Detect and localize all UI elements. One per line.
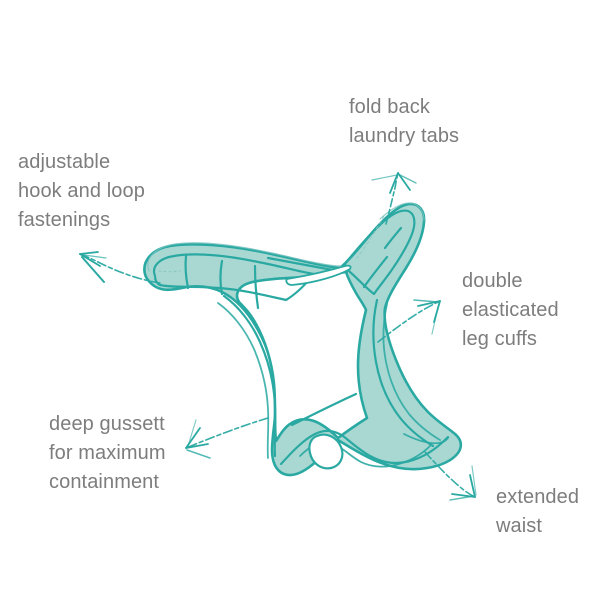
right-tab-sketch-mark (356, 215, 385, 259)
callout-fold-back-laundry-tabs: fold back laundry tabs (349, 96, 460, 147)
arrow-fastenings (79, 251, 161, 284)
bottom-gusset-wave (279, 429, 450, 466)
inner-fold-line (290, 392, 358, 427)
left-wing-divider-2 (219, 259, 224, 296)
left-wing-divider-3 (253, 264, 260, 310)
left-wing-sketch-mark (158, 270, 181, 273)
arrow-waist (424, 451, 477, 501)
right-tab-inner-outline (343, 209, 416, 296)
left-wing-divider-1 (184, 254, 190, 290)
arrow-gussett (185, 417, 269, 459)
callout-adjustable-hook-and-loop-fastenings: adjustable hook and loop fastenings (18, 151, 145, 231)
arrow-legcuffs (377, 299, 441, 343)
right-tab-divider-2 (383, 226, 403, 250)
outer-sketch-ghost (147, 242, 342, 272)
arrow-laundry (371, 172, 417, 225)
right-leg-cuff-line-1 (372, 298, 435, 448)
right-tab-divider-1 (362, 255, 389, 289)
gusset-pocket-loop (308, 433, 344, 470)
callout-double-elasticated-leg-cuffs: double elasticated leg cuffs (462, 270, 559, 350)
left-wing-inner-outline (152, 253, 316, 302)
nappy-body (143, 202, 463, 477)
right-waist-fold (403, 433, 449, 445)
callout-deep-gussett-for-maximum-containment: deep gussett for maximum containment (49, 413, 166, 493)
top-fold-highlight (285, 264, 352, 286)
left-gusset-line-2 (217, 302, 270, 459)
left-gusset-line-1 (222, 294, 277, 458)
callout-extended-waist: extended waist (496, 486, 580, 537)
right-leg-cuff-line-2 (382, 303, 441, 441)
